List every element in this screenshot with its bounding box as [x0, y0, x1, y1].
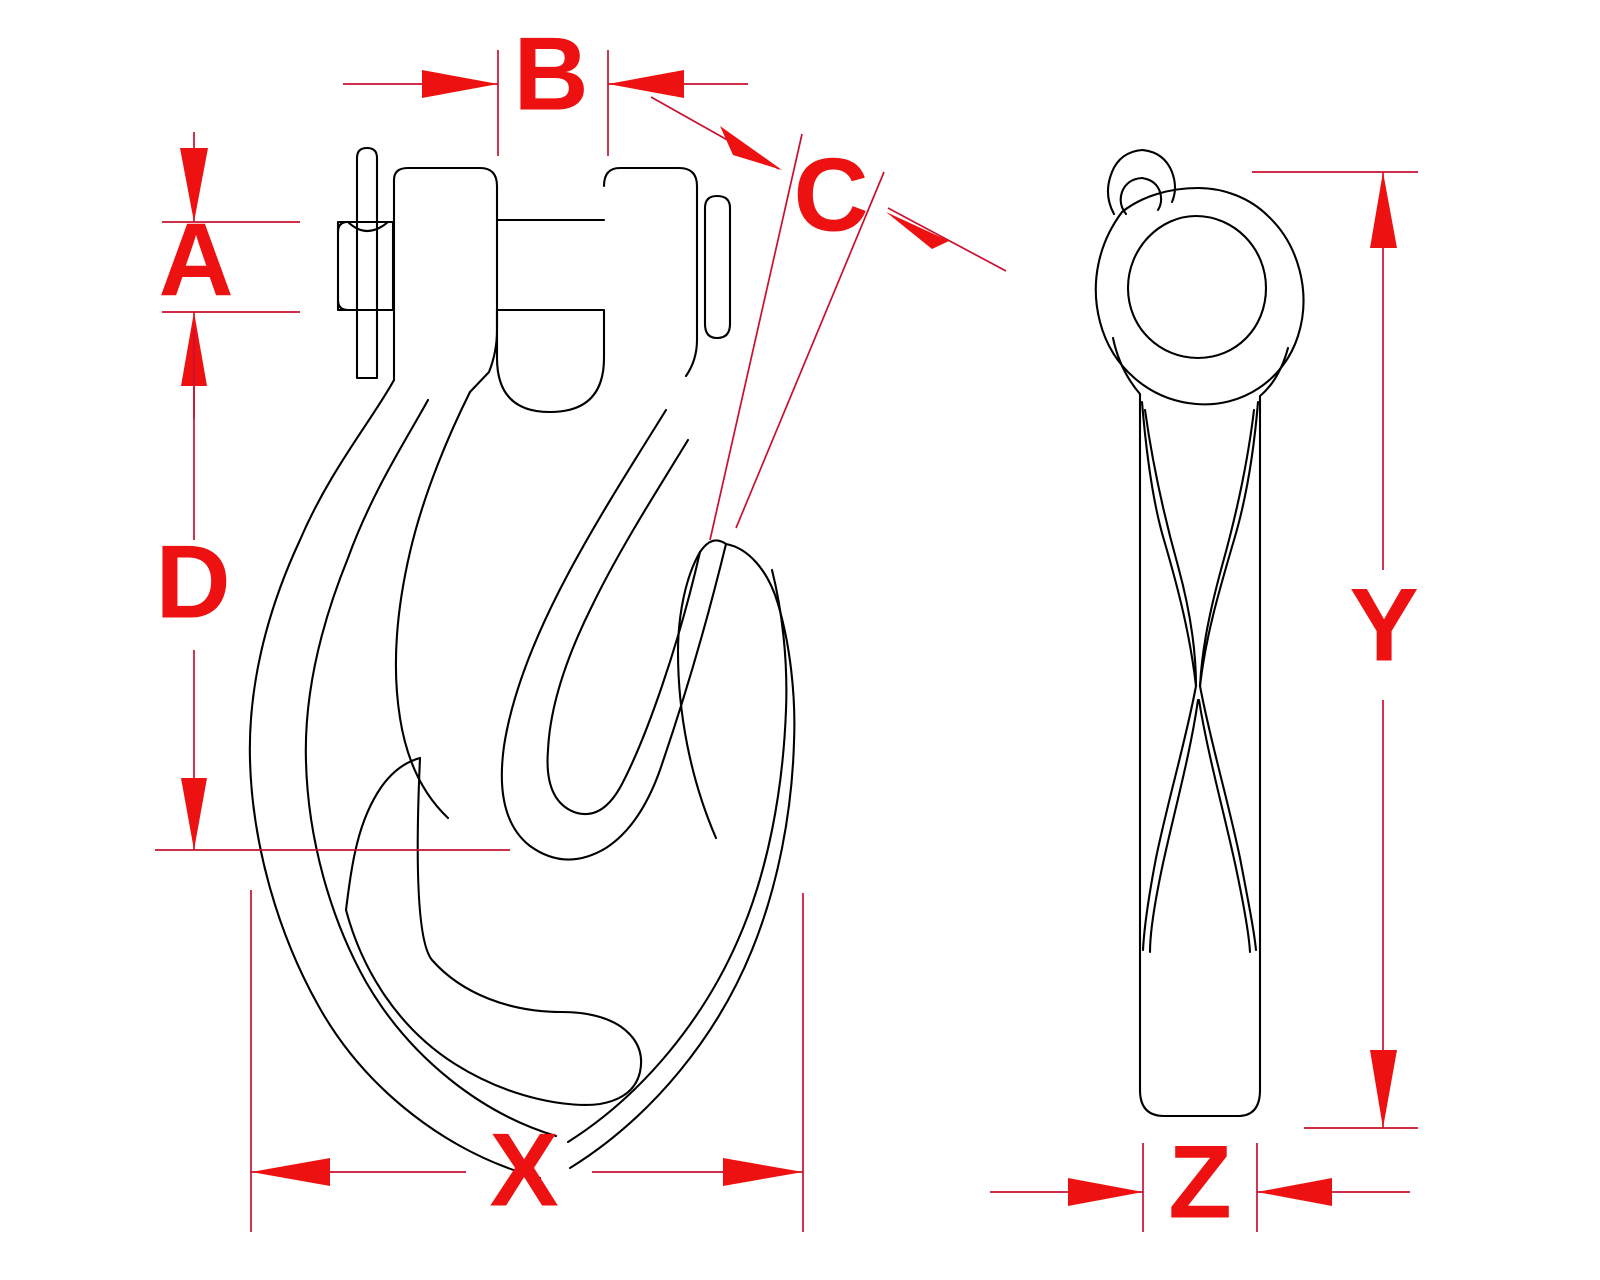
- side-lower-right-edge-2: [1197, 698, 1252, 954]
- clevis-pin-head-left-round: [336, 220, 350, 312]
- dim-z-arrow-right: [1257, 1178, 1332, 1206]
- clevis-lug-right: [602, 166, 699, 378]
- side-head-ring-bore: [1126, 214, 1268, 360]
- dim-d-label: D: [155, 524, 230, 640]
- dim-y-arrow-bottom: [1370, 1050, 1397, 1128]
- cotter-pin-outline: [355, 146, 379, 380]
- cotter-pin-ellipse: [346, 220, 390, 233]
- side-taper-left-outer: [1140, 400, 1198, 688]
- dim-y-label: Y: [1349, 567, 1418, 683]
- dim-c-label: C: [793, 137, 868, 253]
- hook-shank-outer-left: [248, 378, 542, 1180]
- side-lower-left-edge-2: [1148, 698, 1200, 954]
- dim-c-ext-right: [735, 171, 885, 529]
- side-body-left-shoulder: [1111, 336, 1166, 1118]
- dimension-c: C: [650, 96, 1007, 541]
- side-head-ring-outer: [1094, 186, 1305, 406]
- hook-throat-tongue-inner: [546, 438, 702, 816]
- dimension-b: B: [343, 16, 748, 156]
- dim-b-arrow-right: [608, 70, 684, 98]
- dimension-z: Z: [990, 1124, 1410, 1240]
- clevis-jaw-slot: [495, 218, 606, 414]
- dim-c-ext-left: [709, 133, 803, 541]
- hook-throat-left-wall: [394, 390, 472, 820]
- dimension-y: Y: [1252, 171, 1419, 1129]
- dim-d-arrow-bottom: [181, 778, 207, 850]
- dim-c-arrow-right: [886, 212, 949, 249]
- dim-z-arrow-left: [1068, 1178, 1143, 1206]
- side-cotter-loop-inner: [1119, 176, 1163, 216]
- clevis-pin-head: [336, 220, 395, 312]
- hook-tip-side-facet: [566, 568, 788, 1144]
- hook-throat-tongue-outer: [500, 408, 728, 861]
- side-body-right-shoulder: [1236, 346, 1290, 1118]
- dim-b-label: B: [513, 16, 588, 132]
- dim-c-arrow-left: [720, 126, 782, 170]
- dimension-d: D: [155, 330, 510, 851]
- hook-tip-front: [568, 542, 796, 1170]
- side-lower-right-edge: [1198, 684, 1258, 952]
- dim-c-leader-right: [887, 207, 1007, 272]
- dimension-x: X: [250, 890, 804, 1232]
- hook-bowl-inner-relief: [344, 756, 422, 912]
- hook-bowl-inner-relief-lower: [344, 756, 643, 1106]
- side-view-part-geometry: [1094, 148, 1305, 1118]
- dim-y-arrow-top: [1370, 172, 1397, 248]
- hook-shank-inner-left: [304, 398, 558, 1138]
- clevis-lug-left: [392, 166, 499, 394]
- side-lower-left-edge: [1141, 684, 1198, 952]
- dim-z-label: Z: [1168, 1124, 1232, 1240]
- hook-tip-outer: [676, 539, 728, 840]
- dim-x-arrow-right: [723, 1158, 803, 1186]
- side-taper-right-outer: [1198, 400, 1260, 688]
- dim-x-label: X: [489, 1112, 558, 1228]
- side-taper-left-inner: [1143, 408, 1198, 688]
- dimension-a: A: [158, 132, 300, 418]
- dim-a-label: A: [158, 202, 233, 318]
- dim-a-arrow-top: [180, 148, 208, 222]
- dim-b-arrow-left: [422, 70, 498, 98]
- front-view-part-geometry: [248, 146, 796, 1180]
- side-taper-right-inner: [1198, 408, 1256, 688]
- side-cotter-loop-outer: [1106, 148, 1177, 216]
- dim-x-arrow-left: [251, 1158, 330, 1186]
- clevis-pin-tab-right: [703, 194, 732, 340]
